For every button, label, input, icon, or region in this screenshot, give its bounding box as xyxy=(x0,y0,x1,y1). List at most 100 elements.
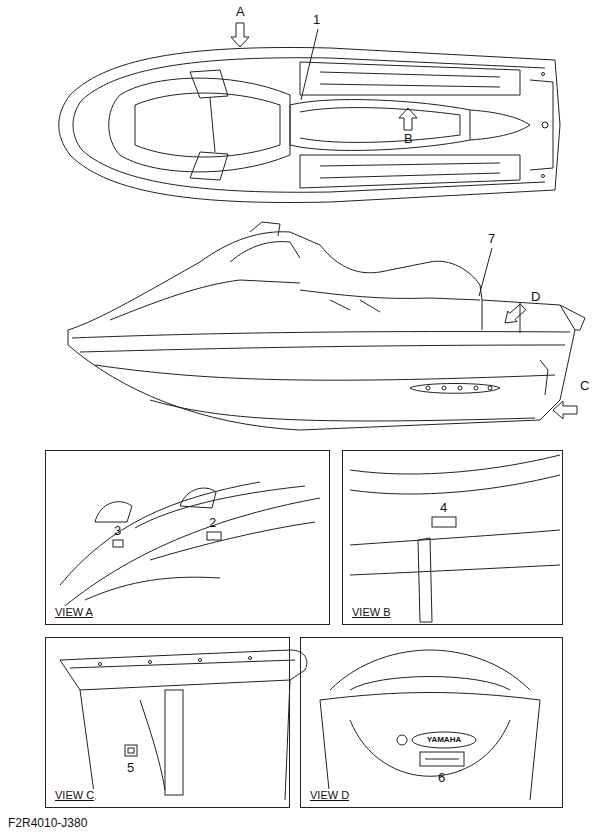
view-b-drawing-shape xyxy=(350,530,560,545)
view-b-drawing-shape xyxy=(350,455,560,474)
callout-label: C xyxy=(580,378,589,393)
callout-label: 2 xyxy=(209,515,216,530)
view-a-drawing-shape xyxy=(60,482,260,585)
view-b-drawing-shape xyxy=(432,517,456,527)
view-d-drawing-shape xyxy=(330,650,530,690)
view-a-drawing-shape xyxy=(113,540,123,547)
view-a-drawing-shape xyxy=(207,532,221,540)
side-view-shape xyxy=(410,384,500,394)
top-view-shape xyxy=(135,93,280,157)
callout-label: 6 xyxy=(438,770,445,785)
view-c-drawing-shape xyxy=(199,659,202,662)
top-view-shape xyxy=(542,73,545,76)
side-view-shape xyxy=(72,332,570,338)
view-c-drawing-shape xyxy=(70,660,295,668)
view-title: VIEW A xyxy=(54,606,94,619)
view-a-drawing-shape xyxy=(135,486,305,528)
top-view-shape xyxy=(301,29,318,100)
callout-label: 7 xyxy=(488,231,495,246)
side-view-shape xyxy=(68,232,575,430)
callout-label: B xyxy=(404,131,413,146)
side-view-shape xyxy=(110,280,300,320)
view-b-drawing-shape xyxy=(350,475,560,494)
view-c-drawing-shape xyxy=(80,680,290,800)
side-view-shape xyxy=(230,242,300,262)
side-view-shape xyxy=(80,345,565,352)
side-view-shape xyxy=(250,222,280,236)
view-a-drawing-shape xyxy=(150,522,315,560)
top-view-shape xyxy=(530,80,553,170)
callout-label: 4 xyxy=(440,500,447,515)
top-view-shape xyxy=(190,152,228,180)
top-view-shape xyxy=(231,23,249,47)
side-view-shape xyxy=(474,386,478,390)
view-d-drawing-shape xyxy=(412,732,476,748)
top-view-shape xyxy=(190,70,228,98)
top-view-shape xyxy=(300,155,520,188)
callout-label: A xyxy=(236,4,245,19)
view-panel: VIEW C xyxy=(45,637,290,808)
top-view-shape xyxy=(470,110,530,140)
top-view-shape xyxy=(542,122,548,128)
top-view-shape xyxy=(320,72,500,178)
view-b-drawing-shape xyxy=(350,565,560,575)
view-a-drawing-shape xyxy=(85,577,220,600)
view-a-drawing xyxy=(60,482,320,610)
view-d-drawing-shape xyxy=(350,720,510,776)
view-panel: VIEW A xyxy=(45,450,330,625)
view-d-drawing-shape xyxy=(397,735,407,745)
side-view-shape xyxy=(505,304,526,323)
view-c-drawing-shape xyxy=(99,663,102,666)
side-view-shape xyxy=(553,401,577,419)
view-title: VIEW B xyxy=(351,606,392,619)
view-a-drawing-shape xyxy=(60,498,320,610)
side-view-shape xyxy=(426,386,430,390)
view-c-drawing-shape xyxy=(60,650,307,690)
side-view-shape xyxy=(95,365,555,380)
view-title: VIEW D xyxy=(309,789,350,802)
view-d-drawing-shape xyxy=(350,677,510,691)
callout-label: D xyxy=(531,289,540,304)
side-view-shape xyxy=(560,305,585,330)
view-panel: VIEW B xyxy=(342,450,563,625)
view-panel: VIEW D xyxy=(300,637,563,808)
side-view-shape xyxy=(150,400,535,421)
figure-code: F2R4010-J380 xyxy=(8,816,87,830)
view-b-drawing xyxy=(350,455,560,622)
side-view-shape xyxy=(479,248,492,296)
view-a-drawing-shape xyxy=(95,502,132,522)
view-c-drawing-shape xyxy=(149,661,152,664)
view-title: VIEW C xyxy=(54,789,95,802)
top-view-shape xyxy=(73,58,545,193)
view-c-drawing-shape xyxy=(125,745,137,756)
view-c-drawing-shape xyxy=(128,748,134,753)
top-view-shape xyxy=(59,48,560,203)
top-view-shape xyxy=(399,108,417,130)
side-view-shape xyxy=(540,360,548,395)
callout-label: 5 xyxy=(127,760,134,775)
view-d-drawing xyxy=(320,650,540,800)
side-view-shape xyxy=(300,290,480,300)
side-view-shape xyxy=(488,386,492,390)
top-view xyxy=(59,23,560,202)
brand-logo: YAMAHA xyxy=(427,735,461,745)
side-view-shape xyxy=(330,300,380,312)
top-view-shape xyxy=(300,62,520,95)
view-d-drawing-shape xyxy=(320,693,540,701)
view-c-drawing-shape xyxy=(249,657,252,660)
view-a-drawing-shape xyxy=(180,488,216,508)
view-c-drawing-shape xyxy=(165,690,183,795)
top-view-shape xyxy=(109,78,290,172)
view-d-drawing-shape xyxy=(420,752,464,766)
side-view xyxy=(68,222,585,430)
top-view-shape xyxy=(542,175,545,178)
top-view-shape xyxy=(210,98,215,152)
view-c-drawing xyxy=(60,650,307,800)
side-view-shape xyxy=(458,386,462,390)
side-view-shape xyxy=(442,386,446,390)
top-view-shape xyxy=(300,108,460,143)
view-b-drawing-shape xyxy=(418,538,432,622)
view-d-drawing-shape xyxy=(320,700,540,800)
side-view-shape xyxy=(482,300,520,333)
